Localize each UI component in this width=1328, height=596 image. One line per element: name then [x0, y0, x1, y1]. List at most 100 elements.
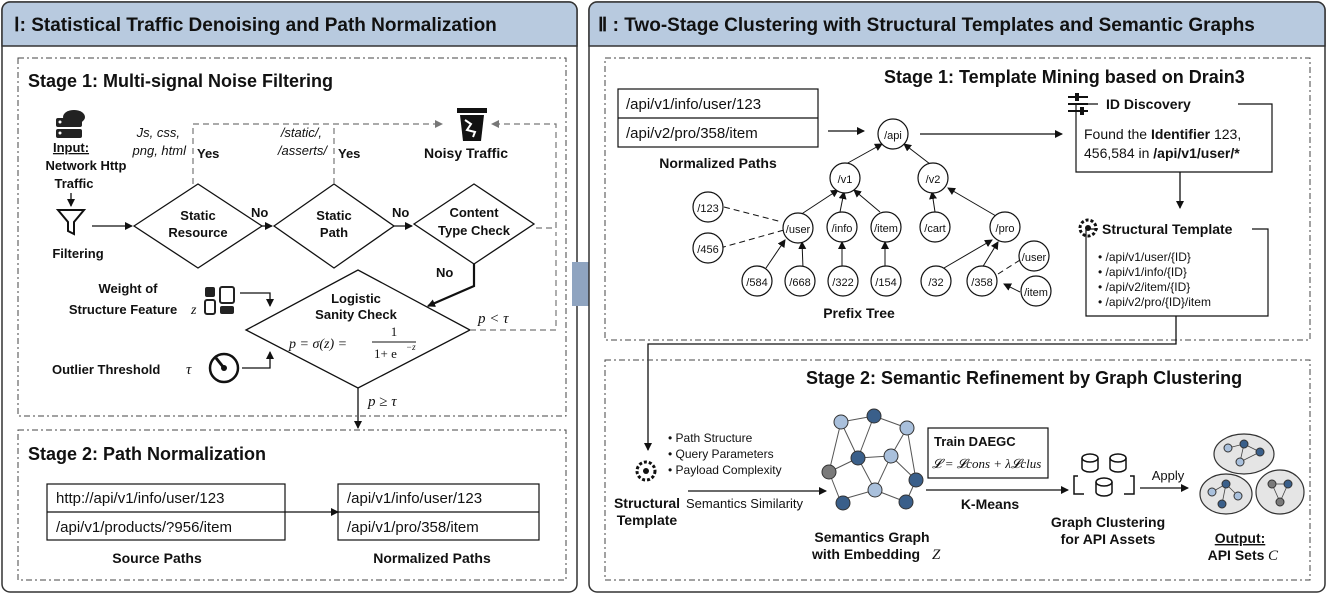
tree-node-584: /584	[746, 277, 767, 289]
no-label-2: No	[392, 205, 409, 220]
template-3: • /api/v2/item/{ID}	[1098, 280, 1190, 294]
panel-2-title: Ⅱ : Two-Stage Clustering with Structural…	[598, 15, 1255, 36]
output-label-1: Output:	[1215, 530, 1266, 546]
tree-node-info: /info	[832, 223, 853, 235]
normalized-path-2: /api/v1/pro/358/item	[347, 519, 479, 536]
tree-node-item-2: /item	[1024, 287, 1048, 299]
apply-label: Apply	[1152, 468, 1185, 483]
input-text-1: Network Http	[46, 158, 127, 173]
template-1: • /api/v1/user/{ID}	[1098, 250, 1191, 264]
feature-2: • Query Parameters	[668, 447, 774, 461]
ext-note-1: Js, css,	[136, 125, 180, 140]
p2-paths-caption: Normalized Paths	[659, 155, 777, 171]
server-icon	[56, 110, 85, 138]
no-label-3: No	[436, 265, 453, 280]
feature-3: • Payload Complexity	[668, 463, 782, 477]
tree-node-322: /322	[832, 277, 853, 289]
database-cluster-icon	[1073, 453, 1135, 497]
clustering-label-1: Graph Clustering	[1051, 514, 1165, 530]
prefix-tree-caption: Prefix Tree	[823, 305, 895, 321]
formula-num: 1	[391, 324, 398, 339]
yes-label-1: Yes	[197, 146, 219, 161]
formula-lhs: p = σ(z) =	[288, 337, 347, 352]
tree-node-154: /154	[875, 277, 896, 289]
panel-1-title: Ⅰ: Statistical Traffic Denoising and Pat…	[14, 15, 497, 36]
p2-stage2: Stage 2: Semantic Refinement by Graph Cl…	[604, 359, 1311, 581]
weight-label-2: Structure Feature	[69, 302, 177, 317]
kmeans-label: K-Means	[961, 496, 1020, 512]
p2-stage1-title: Stage 1: Template Mining based on Drain3	[884, 67, 1245, 87]
graph-var: Z	[932, 547, 941, 563]
tree-node-pro: /pro	[996, 223, 1015, 235]
structure-feature-icon	[204, 286, 235, 315]
p1-stage1: Stage 1: Multi-signal Noise Filtering In…	[17, 57, 567, 429]
tree-node-v2: /v2	[926, 174, 941, 186]
outlier-var: τ	[186, 362, 192, 378]
tree-node-456: /456	[697, 244, 718, 256]
tree-node-358: /358	[971, 277, 992, 289]
tree-node-cart: /cart	[924, 223, 945, 235]
graph-label-1: Semantics Graph	[814, 529, 929, 545]
tree-node-item: /item	[874, 223, 898, 235]
tree-node-32: /32	[928, 277, 943, 289]
prefix-tree-edges	[765, 143, 1021, 293]
output-var: C	[1268, 548, 1279, 564]
p-lt-label: p < τ	[477, 311, 509, 327]
normalized-caption: Normalized Paths	[373, 550, 491, 566]
gauge-icon	[208, 352, 240, 384]
filtering-label: Filtering	[52, 246, 103, 261]
content-type-label-1: Content	[449, 205, 499, 220]
source-path-1: http://api/v1/info/user/123	[56, 490, 224, 507]
content-type-label-2: Type Check	[438, 223, 511, 238]
ext-note-2: png, html	[132, 143, 188, 158]
no-label-1: No	[251, 205, 268, 220]
trash-icon	[457, 108, 487, 141]
tree-node-123: /123	[697, 203, 718, 215]
input-label: Input:	[53, 140, 89, 155]
clustering-label-2: for API Assets	[1061, 531, 1156, 547]
filter-icon	[55, 209, 87, 236]
tree-node-user-2: /user	[1022, 252, 1047, 264]
logistic-label-2: Sanity Check	[315, 307, 397, 322]
p2-stage1: Stage 1: Template Mining based on Drain3…	[604, 57, 1311, 451]
output-label-2: API Sets	[1208, 547, 1265, 563]
p-ge-label: p ≥ τ	[367, 394, 397, 410]
p1-stage2: Stage 2: Path Normalization http://api/v…	[17, 429, 567, 581]
path-note-1: /static/,	[280, 125, 322, 140]
formula-exp: −z	[406, 342, 416, 352]
loss-formula: 𝓛 = 𝓛cons + λ𝓛clus	[932, 456, 1041, 471]
static-path-label-1: Static	[316, 208, 351, 223]
panel-2: Ⅱ : Two-Stage Clustering with Structural…	[588, 1, 1326, 593]
st-label-1: Structural	[614, 495, 680, 511]
static-resource-label-1: Static	[180, 208, 215, 223]
found-line-1: Found the Identifier 123,	[1084, 126, 1241, 142]
source-path-2: /api/v1/products/?956/item	[56, 519, 232, 536]
weight-label-1: Weight of	[99, 281, 159, 296]
found-line-2: 456,584 in /api/v1/user/*	[1084, 145, 1240, 161]
graph-label-2: with Embedding	[811, 546, 920, 562]
noisy-traffic-label: Noisy Traffic	[424, 145, 508, 161]
template-4: • /api/v2/pro/{ID}/item	[1098, 295, 1211, 309]
tree-node-api: /api	[884, 130, 902, 142]
logistic-label-1: Logistic	[331, 291, 381, 306]
static-resource-label-2: Resource	[168, 225, 227, 240]
structural-template-title: Structural Template	[1102, 221, 1233, 237]
semantics-graph-nodes	[821, 408, 924, 511]
template-2: • /api/v1/info/{ID}	[1098, 265, 1187, 279]
prefix-tree-dashed	[719, 206, 1021, 275]
outlier-label: Outlier Threshold	[52, 362, 160, 377]
static-path-label-2: Path	[320, 225, 348, 240]
input-text-2: Traffic	[54, 176, 93, 191]
p2-path-2: /api/v2/pro/358/item	[626, 125, 758, 142]
api-sets-icon	[1199, 433, 1305, 515]
api-gear-icon	[1078, 218, 1098, 238]
api-gear-icon-2	[635, 460, 657, 482]
p2-path-1: /api/v1/info/user/123	[626, 96, 761, 113]
p2-stage2-title: Stage 2: Semantic Refinement by Graph Cl…	[806, 368, 1242, 388]
normalized-path-1: /api/v1/info/user/123	[347, 490, 482, 507]
content-type-diamond	[412, 183, 536, 265]
tree-node-v1: /v1	[838, 174, 853, 186]
train-label: Train DAEGC	[934, 434, 1016, 449]
prefix-tree-nodes: /api /v1 /v2 /123 /user /info /item /car…	[692, 118, 1052, 307]
